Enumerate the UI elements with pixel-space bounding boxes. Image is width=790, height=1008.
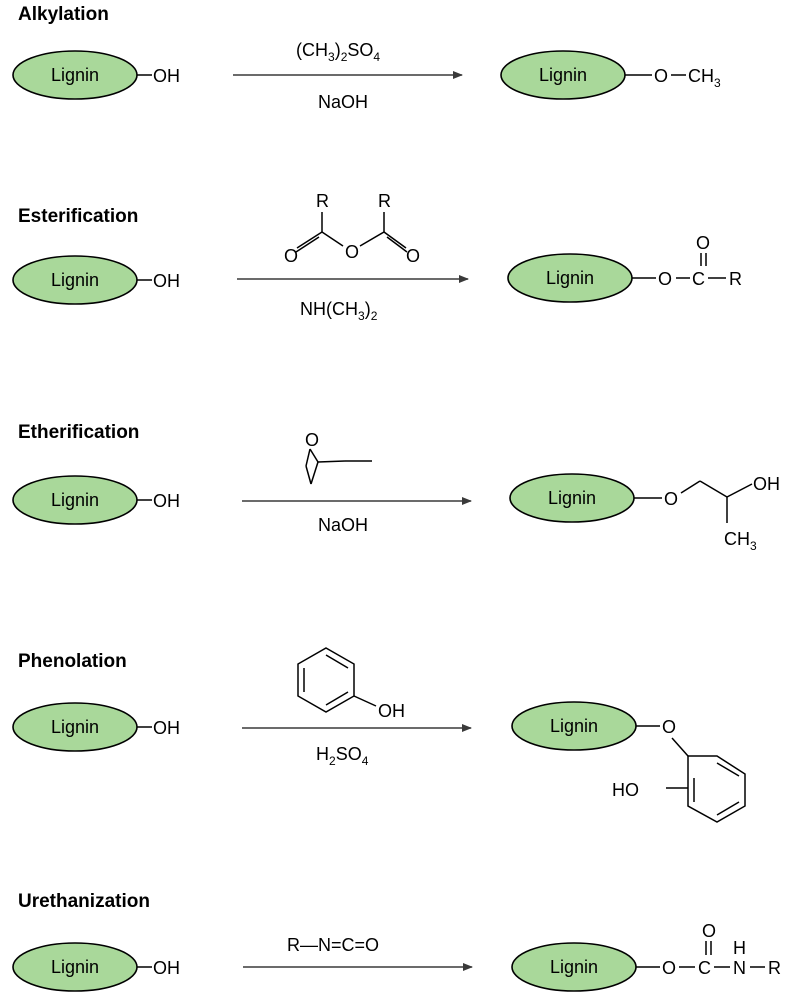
- ether-oxygen: O: [654, 66, 668, 86]
- atom-r: R: [768, 958, 781, 978]
- reagent-dimethylamine: NH(CH3)2: [300, 299, 378, 323]
- bond: [386, 236, 408, 253]
- atom-o: O: [406, 246, 420, 266]
- hydroxyl-group: OH: [378, 701, 405, 721]
- bond: [309, 448, 319, 463]
- bond: [325, 691, 349, 706]
- atom-r: R: [378, 191, 391, 211]
- methyl-group: CH3: [688, 66, 721, 90]
- bond: [305, 448, 311, 467]
- hydroxyl-group: OH: [153, 491, 180, 511]
- reaction-title: Esterification: [18, 206, 138, 227]
- hydroxyl-group: OH: [153, 718, 180, 738]
- ester-oxygen: O: [658, 269, 672, 289]
- ester-oxygen: O: [662, 958, 676, 978]
- lignin-label: Lignin: [548, 488, 596, 508]
- bond: [321, 231, 344, 247]
- atom-r: R: [316, 191, 329, 211]
- bond: [295, 236, 320, 253]
- lignin-label: Lignin: [51, 270, 99, 290]
- hydroxyl-group: OH: [153, 958, 180, 978]
- reaction-esterification: Esterification Lignin OH R R O O O: [12, 191, 742, 323]
- carbonyl-oxygen: O: [702, 921, 716, 941]
- ether-oxygen: O: [662, 717, 676, 737]
- carbonyl-carbon: C: [692, 269, 705, 289]
- reaction-urethanization: Urethanization Lignin OH R—N=C=O Lignin …: [12, 891, 781, 992]
- reaction-title: Phenolation: [18, 651, 127, 672]
- ether-oxygen: O: [664, 489, 678, 509]
- bond: [671, 737, 689, 757]
- lignin-label: Lignin: [550, 716, 598, 736]
- reagent-bottom: NaOH: [318, 92, 368, 112]
- bond: [317, 460, 346, 463]
- bond: [383, 231, 407, 249]
- hydroxyl-group: HO: [612, 780, 639, 800]
- bond: [353, 695, 377, 707]
- reagent-propylene-oxide: O: [305, 430, 372, 485]
- lignin-label: Lignin: [51, 490, 99, 510]
- bond: [305, 465, 312, 485]
- bond: [310, 461, 319, 485]
- bond: [296, 231, 323, 249]
- reagent-dimethyl-sulfate: (CH3)2SO4: [296, 40, 380, 64]
- reagent-sulfuric-acid: H2SO4: [316, 744, 369, 768]
- reagent-anhydride: R R O O O: [284, 191, 420, 266]
- reagent-bottom: NaOH: [318, 515, 368, 535]
- hydroxyl-group: OH: [153, 66, 180, 86]
- reaction-title: Urethanization: [18, 891, 150, 912]
- lignin-label: Lignin: [550, 957, 598, 977]
- lignin-label: Lignin: [51, 957, 99, 977]
- lignin-label: Lignin: [539, 65, 587, 85]
- bond: [325, 654, 349, 669]
- benzene-ring: [297, 647, 355, 713]
- reaction-title: Etherification: [18, 422, 139, 443]
- atom-o: O: [305, 430, 319, 450]
- lignin-label: Lignin: [51, 65, 99, 85]
- atom-o: O: [345, 242, 359, 262]
- lignin-label: Lignin: [51, 717, 99, 737]
- bond: [726, 483, 753, 498]
- bond: [716, 801, 740, 816]
- amine-hydrogen: H: [733, 938, 746, 958]
- carbonyl-carbon: C: [698, 958, 711, 978]
- atom-o: O: [284, 246, 298, 266]
- hydroxyl-group: OH: [153, 271, 180, 291]
- bond: [716, 762, 740, 777]
- reaction-etherification: Etherification Lignin OH O NaOH Lignin O…: [12, 422, 780, 553]
- amine-nitrogen: N: [733, 958, 746, 978]
- hydroxyl-group: OH: [753, 474, 780, 494]
- reaction-title: Alkylation: [18, 4, 109, 25]
- bond: [699, 480, 728, 498]
- methyl-group: CH3: [724, 529, 757, 553]
- bond: [359, 231, 385, 247]
- reaction-phenolation: Phenolation Lignin OH OH H2SO4 Lignin O …: [12, 647, 746, 823]
- bond: [680, 480, 701, 494]
- reaction-alkylation: Alkylation Lignin OH (CH3)2SO4 NaOH Lign…: [12, 4, 721, 112]
- lignin-label: Lignin: [546, 268, 594, 288]
- atom-r: R: [729, 269, 742, 289]
- reagent-isocyanate: R—N=C=O: [287, 935, 379, 955]
- carbonyl-oxygen: O: [696, 233, 710, 253]
- reagent-phenol: OH: [297, 647, 405, 721]
- benzene-ring: [687, 755, 746, 823]
